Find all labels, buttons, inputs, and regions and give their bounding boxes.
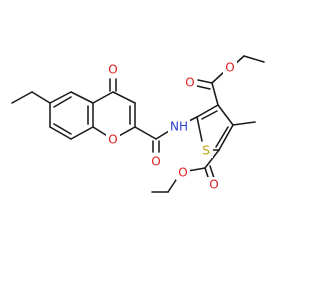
atom-o-ester2-ether-label: O bbox=[178, 166, 187, 180]
bond-ethyl-ch3 bbox=[11, 91, 33, 104]
bond-bz-5-inner bbox=[53, 123, 72, 135]
bond-bz-4 bbox=[70, 126, 94, 140]
atom-labels: O O O NH S O O bbox=[106, 60, 237, 192]
molecule-structure: O O O NH S O O bbox=[11, 55, 265, 193]
bond-py-c4-c3 bbox=[112, 91, 136, 104]
atom-s-label: S bbox=[202, 144, 210, 158]
atom-s: S bbox=[199, 143, 213, 158]
atom-o-ester1-carbonyl-label: O bbox=[185, 76, 194, 90]
bond-th-s-c5 bbox=[196, 116, 203, 142]
bond-e2-c2-carbonyl bbox=[204, 149, 220, 169]
bond-e2-c-o bbox=[187, 167, 206, 172]
bond-th-c3-c2 bbox=[218, 124, 234, 151]
atom-o-ester2-ether: O bbox=[176, 165, 190, 180]
atom-o-amide: O bbox=[149, 154, 163, 169]
bond-e1-co-2 bbox=[196, 85, 211, 90]
bond-e1-c-o bbox=[211, 70, 226, 84]
atom-o-ring: O bbox=[106, 132, 120, 147]
bond-bz-1 bbox=[49, 91, 72, 104]
atom-nh-label: NH bbox=[170, 120, 188, 134]
bond-bz-2 bbox=[70, 91, 94, 104]
bond-c2-camide bbox=[134, 126, 157, 140]
bond-e1-ch2-ch3 bbox=[243, 55, 265, 63]
bond-th-c4-c3 bbox=[217, 104, 234, 126]
atom-o-ring-label: O bbox=[108, 133, 117, 147]
atom-o-ester1-ether-label: O bbox=[225, 61, 234, 75]
bond-th-c5-c4 bbox=[196, 104, 219, 118]
atom-o-ester2-carbonyl-label: O bbox=[209, 178, 218, 192]
atom-o-ketone: O bbox=[106, 62, 120, 77]
bond-bz-1-inner bbox=[53, 96, 72, 108]
atom-o-ester1-ether: O bbox=[223, 60, 237, 75]
bond-camide-n bbox=[155, 130, 170, 140]
atom-o-ketone-label: O bbox=[108, 63, 117, 77]
bond-e1-c4-carbonyl bbox=[211, 82, 219, 106]
bond-e1-co-1 bbox=[197, 79, 213, 84]
bond-bz-5 bbox=[49, 126, 72, 140]
bond-th-c3-c2-inner bbox=[215, 126, 229, 148]
bond-th-c5-c4-inner bbox=[201, 110, 218, 120]
bond-py-c4a-c4 bbox=[92, 91, 114, 104]
atom-nh: NH bbox=[168, 119, 190, 134]
bond-ethyl-ch2 bbox=[31, 91, 51, 104]
atom-o-ester1-carbonyl: O bbox=[183, 75, 197, 90]
atom-o-amide-label: O bbox=[151, 155, 160, 169]
atom-o-ester2-carbonyl: O bbox=[207, 177, 221, 192]
molecule-canvas: O O O NH S O O bbox=[11, 55, 265, 193]
bonds bbox=[11, 55, 265, 193]
bond-methyl bbox=[232, 121, 256, 126]
